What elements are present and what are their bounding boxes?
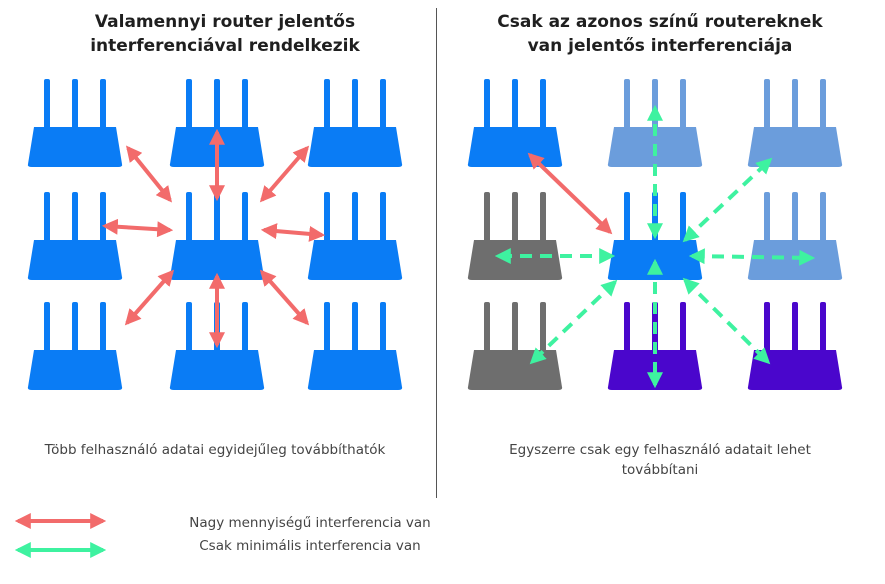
right-title-line1: Csak az azonos színű routereknek: [497, 12, 823, 32]
legend-low-label: Csak minimális interferencia van: [199, 538, 421, 554]
router-right-r3c3: [747, 302, 843, 390]
router-left-r2c1: [27, 192, 123, 280]
left-title-line1: Valamennyi router jelentős: [94, 12, 356, 32]
interference-arrow-left-nw: [125, 145, 173, 203]
router-right-r1c1: [467, 79, 563, 167]
router-left-r3c1: [27, 302, 123, 390]
left-caption: Több felhasználó adatai egyidejűleg tová…: [44, 442, 386, 458]
interference-arrow-right-e: [688, 248, 816, 266]
router-left-r1c3: [307, 79, 403, 167]
right-caption: Egyszerre csak egy felhasználó adatait l…: [460, 440, 860, 480]
interference-arrow-left-e: [260, 223, 326, 242]
interference-arrow-right-se: [682, 277, 771, 365]
router-right-r2c1: [467, 192, 563, 280]
router-left-r2c2: [169, 192, 265, 280]
interference-arrow-left-ne: [259, 145, 310, 203]
interference-arrow-left-w: [101, 218, 174, 238]
left-title-line2: interferenciával rendelkezik: [90, 36, 360, 56]
interference-arrow-left-se: [259, 269, 310, 326]
right-title: Csak az azonos színű routereknek van jel…: [465, 10, 855, 58]
router-left-r2c3: [307, 192, 403, 280]
left-title: Valamennyi router jelentős interferenciá…: [40, 10, 410, 58]
right-title-line2: van jelentős interferenciája: [527, 36, 793, 56]
router-right-r2c3: [747, 192, 843, 280]
right-caption-line1: Egyszerre csak egy felhasználó adatait l…: [509, 442, 811, 458]
right-caption-line2: továbbítani: [621, 462, 699, 478]
router-right-r1c3: [747, 79, 843, 167]
interference-arrow-left-sw: [124, 269, 175, 326]
router-left-r3c3: [307, 302, 403, 390]
panel-divider: [436, 8, 437, 498]
legend-high-label: Nagy mennyiségű interferencia van: [189, 515, 431, 531]
router-right-r3c1: [467, 302, 563, 390]
interference-arrow-right-ne: [682, 157, 773, 243]
router-left-r1c1: [27, 79, 123, 167]
interference-arrow-right-nw: [527, 152, 613, 235]
